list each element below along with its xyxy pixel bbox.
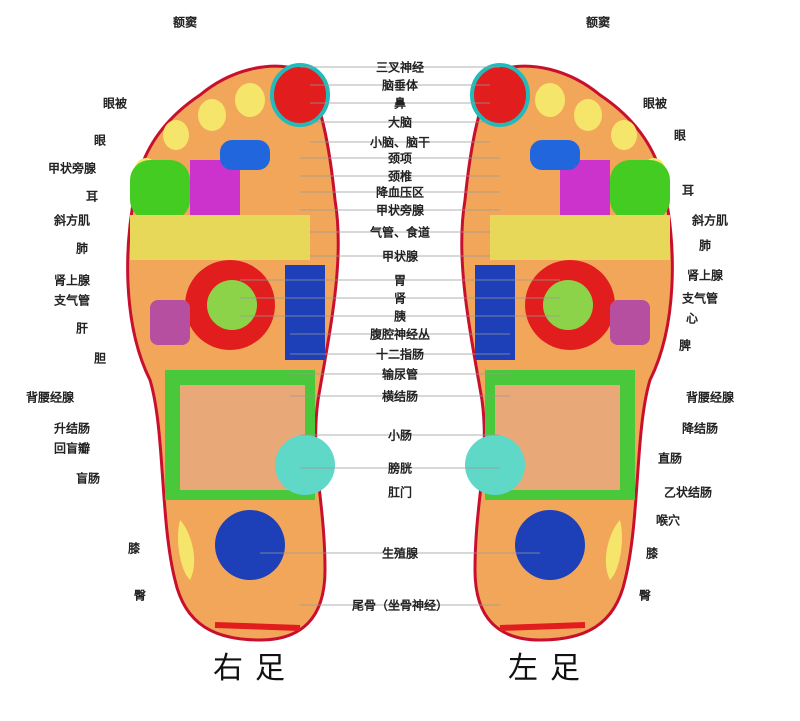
center-label: 脑垂体 <box>381 78 419 93</box>
center-label: 小脑、脑干 <box>369 135 431 150</box>
left-foot-label: 膝 <box>645 546 659 561</box>
left-foot-label: 背腰经腺 <box>685 390 735 405</box>
left-foot-label: 降结肠 <box>681 421 719 436</box>
center-label: 肛门 <box>387 485 413 500</box>
left-foot-label: 乙状结肠 <box>663 485 713 500</box>
right-foot-label: 甲状旁腺 <box>47 161 97 176</box>
left-foot-label: 斜方肌 <box>691 213 729 228</box>
center-label: 腹腔神经丛 <box>369 327 431 342</box>
center-label: 气管、食道 <box>369 225 431 240</box>
left-foot-title: 左足 <box>508 651 592 686</box>
right-foot-label: 膝 <box>127 541 141 556</box>
center-label: 甲状旁腺 <box>375 203 425 218</box>
left-foot-label: 喉穴 <box>655 513 681 528</box>
center-label: 甲状腺 <box>381 249 419 264</box>
right-foot-label: 盲肠 <box>75 471 101 486</box>
center-label: 小肠 <box>387 428 413 443</box>
center-label: 三叉神经 <box>375 60 425 75</box>
left-foot-label: 臀 <box>638 588 652 603</box>
right-foot-label: 斜方肌 <box>53 213 91 228</box>
right-foot-label: 支气管 <box>53 293 91 308</box>
right-foot-label: 升结肠 <box>53 421 91 436</box>
left-foot <box>462 65 673 640</box>
center-label: 输尿管 <box>381 367 419 382</box>
center-label: 膀胱 <box>387 461 413 476</box>
right-foot <box>128 65 339 640</box>
left-foot-label: 额窦 <box>585 15 611 30</box>
center-label: 肾 <box>393 291 407 306</box>
right-foot-label: 眼 <box>93 133 107 148</box>
center-label: 胃 <box>393 273 407 288</box>
right-foot-label: 肝 <box>75 321 89 336</box>
left-foot-label: 肺 <box>698 238 712 253</box>
left-foot-label: 眼被 <box>642 96 668 111</box>
left-foot-label: 脾 <box>678 338 692 353</box>
center-label: 十二指肠 <box>375 347 425 362</box>
left-foot-label: 直肠 <box>657 451 683 466</box>
right-foot-label: 肺 <box>75 241 89 256</box>
center-label: 胰 <box>393 309 407 324</box>
right-foot-label: 臀 <box>133 588 147 603</box>
center-label: 降血压区 <box>375 185 425 200</box>
right-foot-label: 胆 <box>93 351 107 366</box>
center-label: 横结肠 <box>381 389 419 404</box>
left-foot-label: 耳 <box>681 183 695 198</box>
right-foot-label: 耳 <box>85 189 99 204</box>
right-foot-label: 额窦 <box>172 15 198 30</box>
left-foot-label: 肾上腺 <box>686 268 724 283</box>
right-foot-label: 回盲瓣 <box>53 441 91 456</box>
right-foot-title: 右足 <box>213 651 297 686</box>
right-foot-label: 眼被 <box>102 96 128 111</box>
center-label: 鼻 <box>393 96 407 111</box>
center-label: 大脑 <box>387 115 413 130</box>
center-label: 颈项 <box>387 151 413 166</box>
left-foot-label: 支气管 <box>681 291 719 306</box>
center-label: 尾骨（坐骨神经） <box>351 598 449 613</box>
left-foot-label: 心 <box>685 311 699 326</box>
right-foot-label: 背腰经腺 <box>25 390 75 405</box>
center-label: 生殖腺 <box>381 546 419 561</box>
left-foot-label: 眼 <box>673 128 687 143</box>
right-foot-label: 肾上腺 <box>53 273 91 288</box>
center-label: 颈椎 <box>387 169 413 184</box>
